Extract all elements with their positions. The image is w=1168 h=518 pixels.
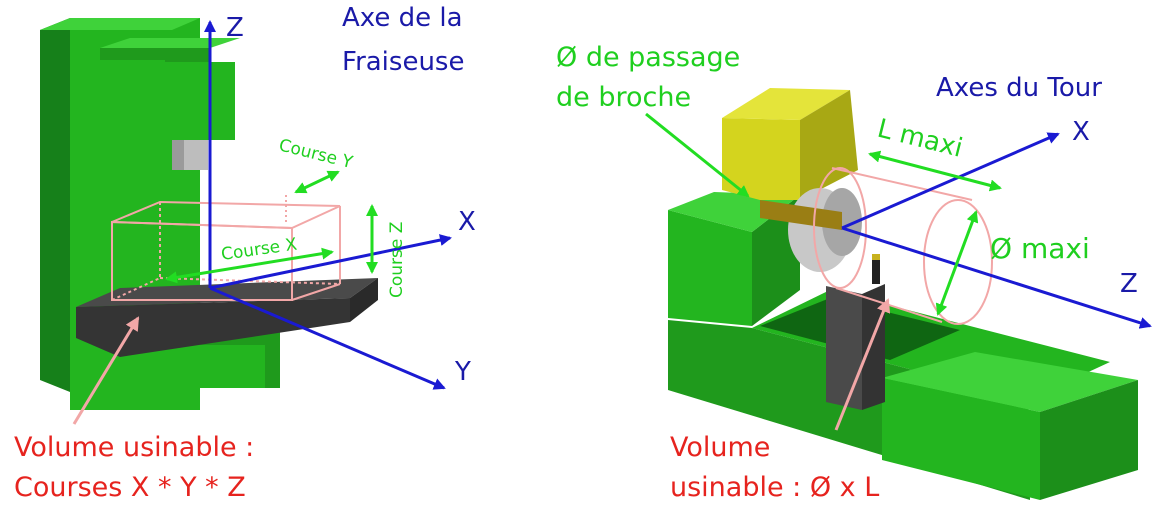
lathe-axis-x-label: X — [1072, 117, 1090, 147]
lathe-carriage-front — [826, 286, 862, 410]
lathe-spindle-bore-arrow — [645, 112, 750, 198]
mill-course-x-arrow — [165, 247, 334, 284]
lathe-spindle-bore-line1: Ø de passage — [556, 42, 740, 73]
lathe-volume-pointer — [834, 298, 891, 431]
mill-course-z-label: Course Z — [387, 222, 407, 298]
lathe-headstock-side — [752, 195, 800, 326]
mill-axis-y-label: Y — [454, 357, 471, 387]
mill-table-end — [350, 278, 378, 322]
mill-knee-side — [200, 330, 280, 388]
mill-head-top — [100, 38, 240, 48]
lathe-volume-line2: usinable : Ø x L — [670, 472, 879, 503]
lathe-l-max-arrow — [868, 150, 1002, 192]
lathe-machine — [645, 88, 1152, 500]
mill-head-box — [150, 62, 235, 140]
mill-title-line2: Fraiseuse — [342, 47, 464, 77]
lathe-axis-z-label: Z — [1120, 269, 1138, 299]
lathe-spindle-housing-side — [800, 90, 858, 200]
lathe-tool-tip — [872, 254, 880, 260]
mill-course-y-label: Course Y — [277, 135, 355, 173]
lathe-diameter-max-label: Ø maxi — [990, 232, 1090, 265]
mill-volume-pointer — [72, 316, 140, 425]
mill-column-top — [40, 18, 200, 30]
lathe-axis-z — [841, 226, 1152, 329]
lathe-block-top — [882, 352, 1138, 412]
lathe-carriage-side — [862, 284, 885, 410]
milling-machine — [40, 18, 452, 425]
lathe-l-max-label: L maxi — [874, 114, 965, 164]
mill-volume-line1: Volume usinable : — [14, 432, 254, 463]
mill-volume-line2: Courses X * Y * Z — [14, 472, 246, 503]
lathe-volume-line1: Volume — [670, 432, 770, 463]
lathe-block-front — [882, 378, 1040, 500]
mill-axis-y — [209, 286, 446, 390]
mill-course-y-arrow — [294, 170, 340, 194]
lathe-title: Axes du Tour — [936, 73, 1102, 103]
mill-axis-x-label: X — [458, 207, 476, 237]
mill-usable-volume — [111, 195, 341, 301]
lathe-spindle-housing-front — [722, 118, 800, 200]
mill-spindle-shade — [172, 140, 184, 170]
mill-column-side — [40, 18, 70, 392]
lathe-tool — [872, 258, 880, 284]
mill-title-line1: Axe de la — [342, 3, 463, 33]
lathe-spindle-housing-top — [722, 88, 850, 120]
lathe-diameter-max-arrow — [935, 210, 979, 316]
lathe-bar-stock — [760, 200, 842, 230]
lathe-spindle-bore-line2: de broche — [556, 82, 691, 113]
mill-table-front — [76, 298, 350, 357]
lathe-headstock-front — [668, 210, 752, 326]
mill-axis-z-label: Z — [226, 13, 244, 43]
lathe-block-side — [1040, 380, 1138, 500]
